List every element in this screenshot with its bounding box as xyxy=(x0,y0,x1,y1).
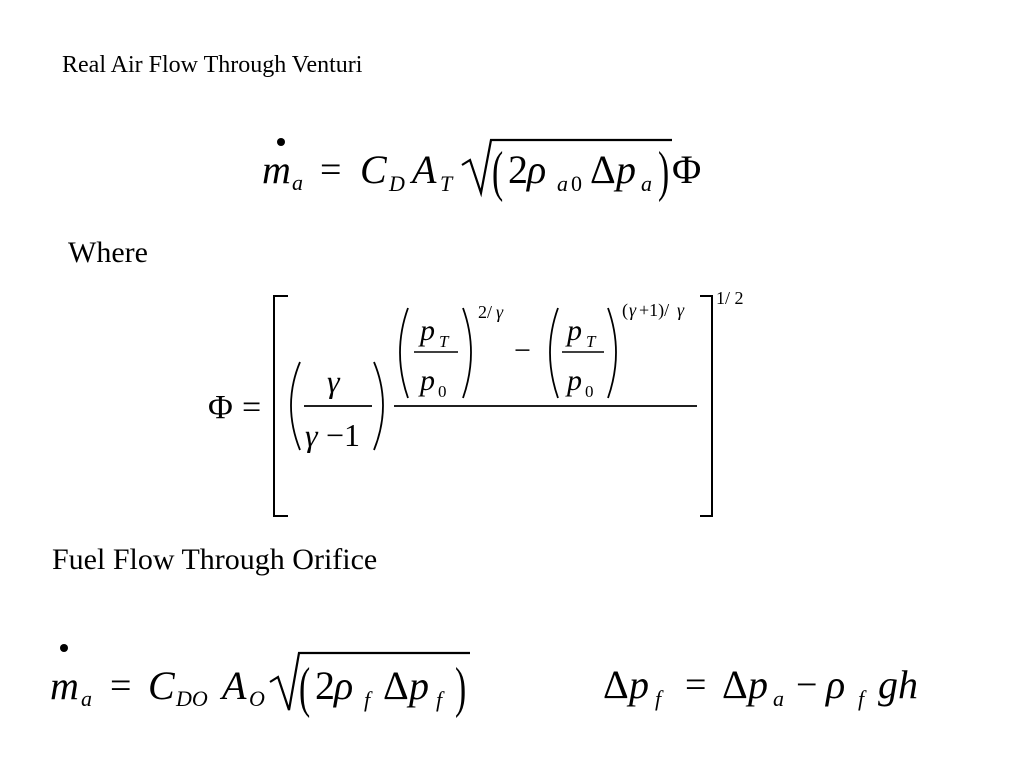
svg-text:a: a xyxy=(773,686,784,711)
svg-text:O: O xyxy=(249,686,265,711)
svg-text:(: ( xyxy=(492,140,503,202)
svg-text:(: ( xyxy=(622,300,628,321)
svg-text:Δ: Δ xyxy=(383,663,409,708)
equation-pressure-difference: Δ p f = Δ p a − ρ f gh xyxy=(603,662,918,711)
equation-phi-definition: Φ = 1/ 2 γ γ −1 p T p 0 2/ γ − p T p 0 xyxy=(208,288,744,517)
svg-text:): ) xyxy=(455,656,466,718)
svg-text:Φ: Φ xyxy=(208,389,233,426)
svg-text:0: 0 xyxy=(585,382,594,401)
svg-text:γ: γ xyxy=(327,363,341,399)
svg-text:f: f xyxy=(858,686,867,711)
svg-text:m: m xyxy=(50,663,79,708)
svg-text:γ: γ xyxy=(677,300,685,320)
svg-text:m: m xyxy=(262,147,291,192)
svg-text:p: p xyxy=(565,364,582,397)
where-label: Where xyxy=(68,236,148,269)
svg-text:a: a xyxy=(81,686,92,711)
svg-text:γ: γ xyxy=(496,302,504,322)
svg-text:(: ( xyxy=(299,656,310,718)
svg-text:A: A xyxy=(409,147,437,192)
svg-text:p: p xyxy=(745,662,768,707)
svg-text:p: p xyxy=(418,314,435,347)
svg-text:ρ: ρ xyxy=(332,663,353,708)
svg-text:0: 0 xyxy=(571,171,582,196)
svg-text:Δ: Δ xyxy=(590,147,616,192)
svg-text:Δ: Δ xyxy=(603,662,629,707)
svg-text:C: C xyxy=(360,147,388,192)
svg-text:f: f xyxy=(364,687,373,712)
svg-text:p: p xyxy=(406,663,429,708)
svg-text:γ: γ xyxy=(305,417,319,453)
svg-text:gh: gh xyxy=(878,662,918,707)
svg-text:p: p xyxy=(626,662,649,707)
svg-text:a: a xyxy=(557,171,568,196)
heading-fuel-flow: Fuel Flow Through Orifice xyxy=(52,543,378,576)
svg-text:2: 2 xyxy=(315,663,335,708)
svg-text:ρ: ρ xyxy=(824,662,845,707)
svg-text:=: = xyxy=(242,389,261,426)
svg-text:p: p xyxy=(565,314,582,347)
svg-text:A: A xyxy=(219,663,247,708)
svg-text:2/: 2/ xyxy=(478,302,492,322)
svg-text:1/ 2: 1/ 2 xyxy=(716,288,744,308)
equation-orifice-mass-flow: m a = C DO A O ( 2 ρ f Δ p f ) xyxy=(50,644,470,718)
svg-text:2: 2 xyxy=(508,147,528,192)
svg-text:T: T xyxy=(586,332,597,351)
svg-text:=: = xyxy=(320,149,341,191)
svg-text:a: a xyxy=(292,170,303,195)
svg-text:p: p xyxy=(613,147,636,192)
svg-text:+1)/: +1)/ xyxy=(639,300,669,321)
svg-text:−1: −1 xyxy=(326,417,360,453)
svg-text:p: p xyxy=(418,364,435,397)
svg-text:Φ: Φ xyxy=(672,147,701,192)
equation-venturi-mass-flow: m a = C D A T ( 2 ρ a 0 Δ p a ) Φ xyxy=(262,138,701,202)
svg-text:D: D xyxy=(388,171,405,196)
svg-text:−: − xyxy=(514,334,531,367)
svg-text:T: T xyxy=(439,332,450,351)
svg-text:a: a xyxy=(641,171,652,196)
svg-text:T: T xyxy=(440,171,454,196)
svg-text:=: = xyxy=(685,664,706,706)
svg-text:): ) xyxy=(658,140,669,202)
svg-text:=: = xyxy=(110,665,131,707)
svg-text:f: f xyxy=(436,687,445,712)
svg-text:DO: DO xyxy=(175,686,208,711)
svg-text:Δ: Δ xyxy=(722,662,748,707)
svg-text:−: − xyxy=(796,664,817,706)
svg-text:0: 0 xyxy=(438,382,447,401)
svg-text:ρ: ρ xyxy=(525,147,546,192)
svg-text:f: f xyxy=(655,686,664,711)
heading-real-air-flow: Real Air Flow Through Venturi xyxy=(62,52,363,78)
svg-text:γ: γ xyxy=(629,300,637,320)
svg-text:C: C xyxy=(148,663,176,708)
